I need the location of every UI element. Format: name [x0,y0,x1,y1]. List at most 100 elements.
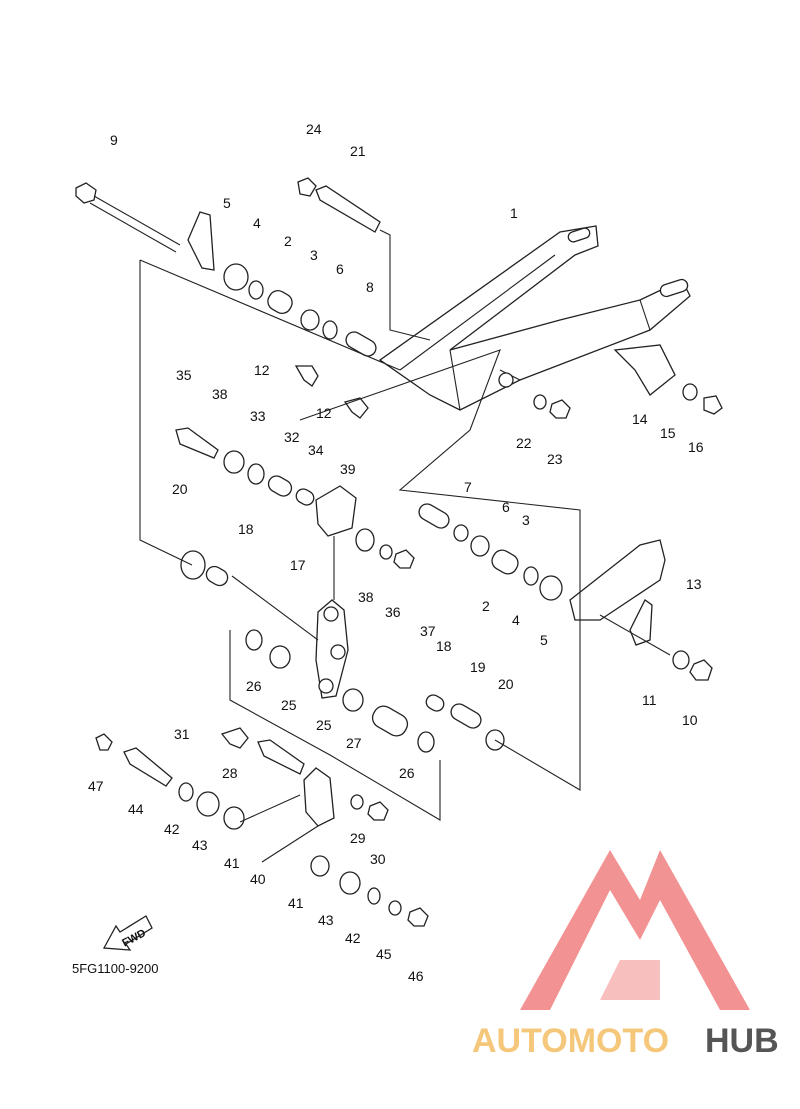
washer-36 [379,544,393,560]
callout-30: 30 [370,851,386,867]
callout-4: 4 [253,215,261,231]
nut-47 [95,733,113,751]
callout-22: 22 [516,435,532,451]
seal-42 [178,782,194,802]
callout-8: 8 [366,279,374,295]
callout-5: 5 [223,195,231,211]
bearing-43 [196,791,220,817]
callout-27: 27 [346,735,362,751]
washer-45 [388,900,402,916]
callout-15: 15 [660,425,676,441]
callout-39: 39 [340,461,356,477]
collar-41 [223,806,245,830]
brand-name-part2: HUB [705,1022,779,1060]
seal-26b [417,731,435,753]
callout-labels: 1 2 3 4 5 6 7 8 9 10 11 12 12 13 14 15 1… [88,121,704,984]
callout-47: 47 [88,778,104,794]
bush-2b [491,549,519,575]
connecting-rod [569,539,666,621]
bolt-21 [315,185,381,233]
chain-guide [613,344,676,396]
nut-46 [407,907,429,927]
nut-24 [297,177,317,197]
callout-46: 46 [408,968,424,984]
callout-6: 6 [336,261,344,277]
callout-18a: 18 [238,521,254,537]
bracket-13b [629,599,653,646]
seal-20 [180,550,206,580]
grease-nipple-12b [343,397,369,419]
callout-20b: 20 [498,676,514,692]
bolt-16 [703,395,723,415]
callout-7: 7 [464,479,472,495]
collar-27 [371,705,409,737]
collar-32 [267,475,293,497]
callout-19: 19 [470,659,486,675]
callout-23: 23 [547,451,563,467]
collar-41b [310,855,330,877]
washer-22 [533,394,547,410]
bearing-43b [339,871,361,895]
callout-3: 3 [310,247,318,263]
callout-18b: 18 [436,638,452,654]
bracket [187,211,215,271]
callout-34: 34 [308,442,324,458]
callout-5b: 5 [540,632,548,648]
nut-30 [367,801,389,821]
callout-33: 33 [250,408,266,424]
callout-26b: 26 [399,765,415,781]
brand-logo-icon [520,850,750,1010]
callout-3b: 3 [522,512,530,528]
bearing-33 [247,463,265,485]
callout-21: 21 [350,143,366,159]
bearing-25b [342,688,364,712]
seal-42b [367,887,381,905]
seal-38b [355,528,375,552]
bush-2 [267,289,293,315]
washer-6 [322,320,338,340]
bearing-3b [470,535,490,557]
callout-42a: 42 [164,821,180,837]
callout-4b: 4 [512,612,520,628]
callout-29: 29 [350,830,366,846]
collar-19 [450,703,482,729]
grease-nipple-31 [220,727,249,749]
seal-5 [223,263,249,291]
callout-38b: 38 [358,589,374,605]
washer-29 [350,794,364,810]
callout-41b: 41 [288,895,304,911]
callout-10: 10 [682,712,698,728]
ring-4 [248,280,264,300]
bracket-39 [315,485,357,537]
callout-25b: 25 [316,717,332,733]
seal-5b [539,575,563,601]
nut-37 [393,549,415,569]
callout-2b: 2 [482,598,490,614]
spacer-18b [425,694,445,712]
nut-23 [549,399,571,419]
bolt-44 [123,747,173,787]
callout-43a: 43 [192,837,208,853]
spacer-18 [205,565,229,587]
callout-2: 2 [284,233,292,249]
callout-14: 14 [632,411,648,427]
callout-28: 28 [222,765,238,781]
pivot-bolt [75,182,181,253]
assembly-lines [139,229,671,863]
callout-24: 24 [306,121,322,137]
callout-41a: 41 [224,855,240,871]
callout-20a: 20 [172,481,188,497]
callout-38a: 38 [212,386,228,402]
callout-43b: 43 [318,912,334,928]
callout-32: 32 [284,429,300,445]
bearing-25 [269,645,291,669]
collar-7 [418,503,450,529]
reference-code: 5FG1100-9200 [72,961,159,976]
washer-11 [672,650,690,670]
callout-25a: 25 [281,697,297,713]
washer-15 [682,383,698,401]
callout-40: 40 [250,871,266,887]
callout-36: 36 [385,604,401,620]
